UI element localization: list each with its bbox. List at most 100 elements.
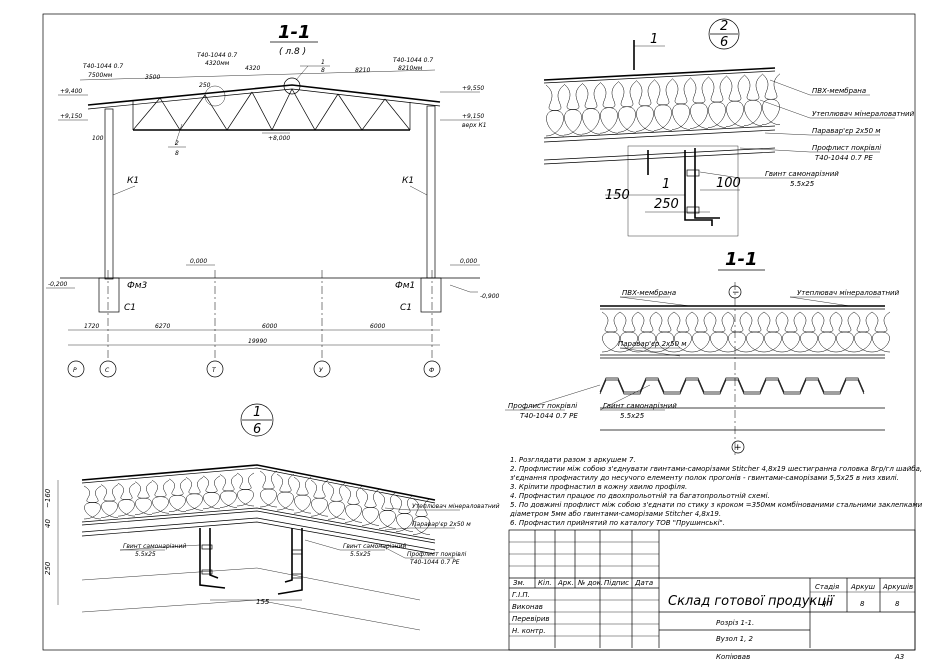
insulation-wave: [311, 479, 329, 517]
foundation-label-left: Фм3: [127, 281, 148, 291]
svg-text:8: 8: [860, 600, 865, 608]
svg-text:5.5х25: 5.5х25: [620, 412, 645, 420]
notes: 1. Розглядати разом з аркушем 7. 2. Проф…: [509, 456, 923, 527]
column-left: [104, 108, 114, 280]
axis-f: [423, 360, 441, 378]
insulation-wave: [710, 311, 729, 353]
insulation-wave: [362, 489, 380, 526]
level-9400: +9,400: [60, 88, 82, 95]
svg-text:40: 40: [44, 519, 52, 528]
insulation-wave: [872, 311, 891, 353]
sheet-border: [42, 13, 916, 651]
insulation-wave: [220, 474, 238, 508]
level-minus-0200: -0,200: [48, 281, 68, 288]
insulation-wave: [602, 311, 621, 353]
insulation-wave: [746, 311, 765, 353]
svg-text:Гвинт самонарізний: Гвинт самонарізний: [343, 543, 406, 550]
svg-text:Ф: Ф: [429, 367, 434, 374]
insulation-wave: [744, 74, 763, 126]
insulation-wave: [600, 81, 619, 134]
svg-text:Т: Т: [212, 367, 217, 374]
callout-1-sheet: 8: [321, 67, 325, 74]
svg-text:ПВХ-мембрана: ПВХ-мембрана: [622, 289, 676, 297]
insulation-wave: [328, 483, 346, 520]
drawing-title: Склад готової продукції: [668, 594, 835, 609]
insulation-wave: [152, 480, 170, 514]
insulation-wave: [203, 475, 221, 510]
insulation-wave: [237, 472, 255, 507]
svg-text:5. По довжині профлист між соб: 5. По довжині профлист між собою з'єднат…: [510, 501, 923, 509]
insulation-wave: [84, 485, 102, 520]
level-0000-right: 0,000: [460, 258, 477, 265]
insulation-wave: [618, 81, 637, 133]
post-label-right: С1: [400, 303, 412, 313]
column-right: [426, 105, 436, 279]
svg-text:Утеплювач мінераловатний: Утеплювач мінераловатний: [412, 503, 500, 510]
svg-text:ПВХ-мембрана: ПВХ-мембрана: [812, 87, 866, 95]
svg-text:Перевірив: Перевірив: [512, 615, 550, 623]
svg-text:Гвинт самонарізний: Гвинт самонарізний: [603, 402, 677, 410]
dim-100: 100: [92, 135, 104, 142]
svg-text:Н. контр.: Н. контр.: [512, 627, 546, 635]
profile-length-mid: 4320мм: [205, 60, 230, 67]
svg-text:Дата: Дата: [634, 579, 653, 587]
svg-text:Профлист покрівлі: Профлист покрівлі: [407, 551, 467, 558]
total-dim: 19990: [248, 338, 267, 345]
insulation-wave: [582, 82, 601, 135]
insulation-wave: [726, 75, 745, 127]
svg-text:Гвинт самонарізний: Гвинт самонарізний: [765, 170, 839, 178]
foundation-left: [98, 277, 120, 313]
insulation-wave: [345, 486, 363, 523]
svg-text:4. Профнастил працює по двохпр: 4. Профнастил працює по двохпрольотній т…: [510, 492, 770, 500]
svg-text:150: 150: [605, 188, 630, 203]
svg-text:Вузол 1, 2: Вузол 1, 2: [716, 635, 754, 643]
svg-text:Стадія: Стадія: [815, 583, 839, 591]
svg-text:Кіл.: Кіл.: [538, 579, 552, 587]
svg-text:8: 8: [895, 600, 900, 608]
svg-text:Параваp'єр 2х50 м: Параваp'єр 2х50 м: [618, 340, 687, 348]
insulation-wave: [379, 492, 397, 529]
svg-text:Т40-1044 0.7 РЕ: Т40-1044 0.7 РЕ: [410, 559, 460, 566]
insulation-wave: [169, 478, 187, 513]
insulation-wave: [836, 311, 855, 353]
callout-1-num: 1: [321, 59, 325, 66]
profile-label-left: Т40-1044 0.7: [83, 63, 123, 70]
axis-s: [99, 360, 117, 378]
dim-250: 250: [199, 82, 211, 89]
svg-text:Гвинт самонарізний: Гвинт самонарізний: [123, 543, 186, 550]
axis-r: [67, 360, 85, 378]
svg-text:А3: А3: [894, 653, 904, 661]
svg-text:2. Профлистии між собою з'єдну: 2. Профлистии між собою з'єднувати гвинт…: [510, 465, 922, 473]
svg-text:Т40-1044 0.7 РЕ: Т40-1044 0.7 РЕ: [520, 412, 578, 420]
bottom-dim-1: 1720: [84, 323, 99, 330]
insulation-wave: [708, 76, 727, 128]
svg-text:155: 155: [256, 598, 270, 606]
svg-text:з'єднання профнастилу до несуч: з'єднання профнастилу до несучого елемен…: [510, 474, 899, 482]
svg-text:Підпис: Підпис: [604, 579, 629, 587]
profile-label-right: Т40-1044 0.7: [393, 57, 433, 64]
svg-text:5.5х25: 5.5х25: [790, 180, 815, 188]
insulation-wave: [654, 79, 673, 131]
svg-text:5.5х25: 5.5х25: [135, 551, 156, 558]
insulation-wave: [260, 470, 278, 508]
node-2-callout: [708, 18, 740, 50]
svg-text:Р: Р: [73, 367, 77, 374]
title-block: Зм. Кіл. Арк. № док. Підпис Дата Г.І.П. …: [508, 529, 916, 661]
level-8000: +8,000: [268, 135, 290, 142]
svg-text:№ док.: № док.: [577, 579, 603, 587]
svg-text:−: −: [732, 288, 740, 298]
svg-text:1-1: 1-1: [725, 249, 758, 270]
level-minus-0900: -0,900: [480, 293, 500, 300]
svg-text:Розріз 1-1.: Розріз 1-1.: [716, 619, 754, 627]
bottom-dim-2: 6270: [155, 323, 170, 330]
svg-text:6: 6: [253, 422, 261, 437]
foundation-right: [420, 277, 442, 313]
svg-text:1: 1: [253, 405, 261, 420]
svg-text:250: 250: [44, 561, 52, 575]
svg-text:250: 250: [654, 197, 679, 212]
svg-text:С: С: [105, 367, 110, 374]
foundation-label-right: Фм1: [395, 281, 415, 291]
level-9150-left: +9,150: [60, 113, 82, 120]
insulation-wave: [762, 73, 781, 126]
insulation-wave: [818, 311, 837, 353]
